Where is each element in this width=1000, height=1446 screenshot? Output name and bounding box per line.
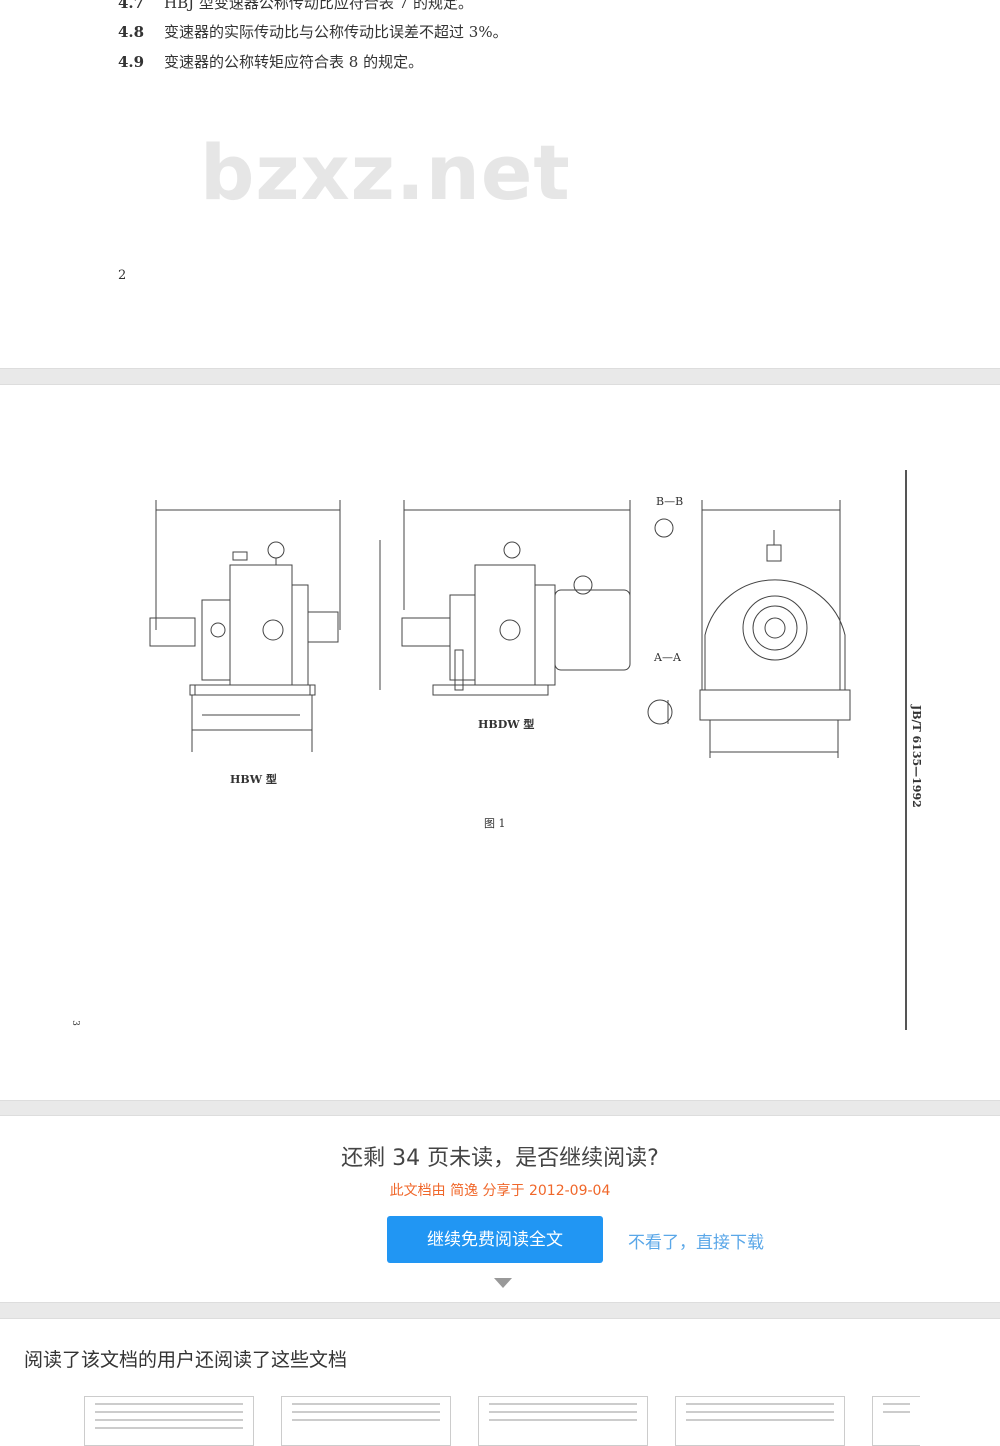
direct-download-link[interactable]: 不看了，直接下载 bbox=[628, 1233, 764, 1253]
shared-by-info: 此文档由 简逸 分享于 2012-09-04 bbox=[389, 1183, 611, 1199]
page-separator bbox=[0, 1100, 1000, 1116]
section-aa-label: A—A bbox=[654, 651, 681, 664]
gearbox-technical-drawing bbox=[149, 500, 851, 758]
page-number: 2 bbox=[118, 268, 127, 283]
figure-label: 图 1 bbox=[484, 817, 506, 830]
watermark: bzxz.net bbox=[200, 128, 571, 217]
remaining-pages-title: 还剩 34 页未读，是否继续阅读? bbox=[341, 1146, 659, 1171]
continue-reading-panel: 还剩 34 页未读，是否继续阅读? 此文档由 简逸 分享于 2012-09-04… bbox=[0, 1116, 1000, 1302]
caption-hbdw: HBDW 型 bbox=[478, 718, 535, 731]
standard-code: JB/T 6135—1992 bbox=[910, 705, 923, 808]
section-bb-label: B—B bbox=[656, 495, 684, 508]
related-title: 阅读了该文档的用户还阅读了这些文档 bbox=[24, 1349, 348, 1371]
document-page-2: HBW 型 HBDW 型 B—B A—A 图 1 JB/T 6135—1992 … bbox=[0, 385, 1000, 1100]
caption-hbw: HBW 型 bbox=[230, 773, 277, 786]
related-doc-thumbnail[interactable] bbox=[872, 1396, 920, 1446]
page-border-line bbox=[905, 470, 907, 1030]
section-separator bbox=[0, 1302, 1000, 1319]
related-doc-thumbnail[interactable] bbox=[675, 1396, 845, 1446]
page-number: 3 bbox=[69, 1020, 80, 1026]
related-documents-section: 阅读了该文档的用户还阅读了这些文档 bbox=[0, 1319, 1000, 1446]
expand-down-arrow-icon[interactable] bbox=[494, 1278, 512, 1288]
page-separator bbox=[0, 368, 1000, 385]
related-doc-thumbnail[interactable] bbox=[478, 1396, 648, 1446]
continue-reading-button[interactable]: 继续免费阅读全文 bbox=[387, 1216, 603, 1263]
related-doc-thumbnail[interactable] bbox=[84, 1396, 254, 1446]
related-doc-thumbnail[interactable] bbox=[281, 1396, 451, 1446]
